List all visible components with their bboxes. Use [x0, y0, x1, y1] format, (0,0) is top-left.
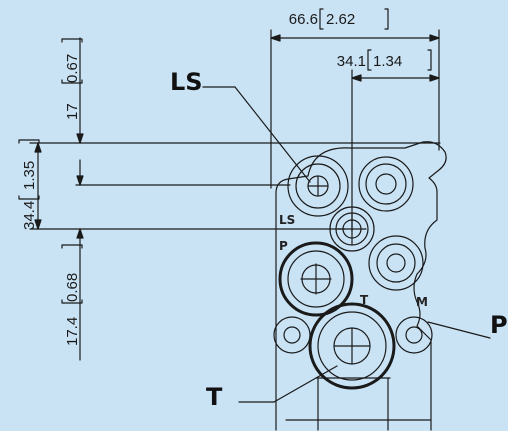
port-ls-upper-left [287, 155, 349, 217]
dim-total-width-mm: 66.6 [289, 11, 318, 28]
dim-total-width: 66.6 2.62 [289, 11, 355, 28]
port-mark-ls: LS [279, 213, 295, 227]
dim-mid-height-inch: 1.35 [21, 161, 38, 190]
dim-top-height: 17 0.67 [64, 54, 81, 120]
dim-bottom-height-mm: 17.4 [64, 317, 81, 346]
port-mark-t: T [360, 293, 369, 307]
dim-bottom-height: 17.4 0.68 [64, 273, 81, 346]
port-mark-m: M [416, 295, 428, 309]
dim-bottom-height-inch: 0.68 [64, 273, 81, 302]
dim-offset-width: 34.1 1.34 [337, 53, 402, 70]
dim-mid-height-mm: 34.4 [21, 201, 38, 230]
dim-total-width-inch: 2.62 [326, 11, 355, 28]
mounting-hole-right [395, 316, 433, 354]
dim-top-height-mm: 17 [64, 103, 81, 120]
dimension-lines [18, 8, 441, 361]
port-p [278, 241, 354, 317]
callout-ls: LS [170, 68, 203, 96]
dim-mid-height: 34.4 1.35 [21, 161, 38, 230]
dim-top-height-inch: 0.67 [64, 54, 81, 83]
mounting-hole-left [273, 316, 311, 354]
port-upper-right [358, 156, 414, 212]
callout-t: T [206, 383, 223, 411]
dim-offset-width-mm: 34.1 [337, 53, 366, 70]
port-t [308, 302, 396, 390]
dim-offset-width-inch: 1.34 [373, 53, 402, 70]
port-right-middle [368, 235, 424, 291]
port-center [329, 206, 375, 252]
callout-p: P [490, 311, 508, 339]
port-mark-p: P [279, 239, 288, 253]
leader-lines [202, 86, 491, 403]
